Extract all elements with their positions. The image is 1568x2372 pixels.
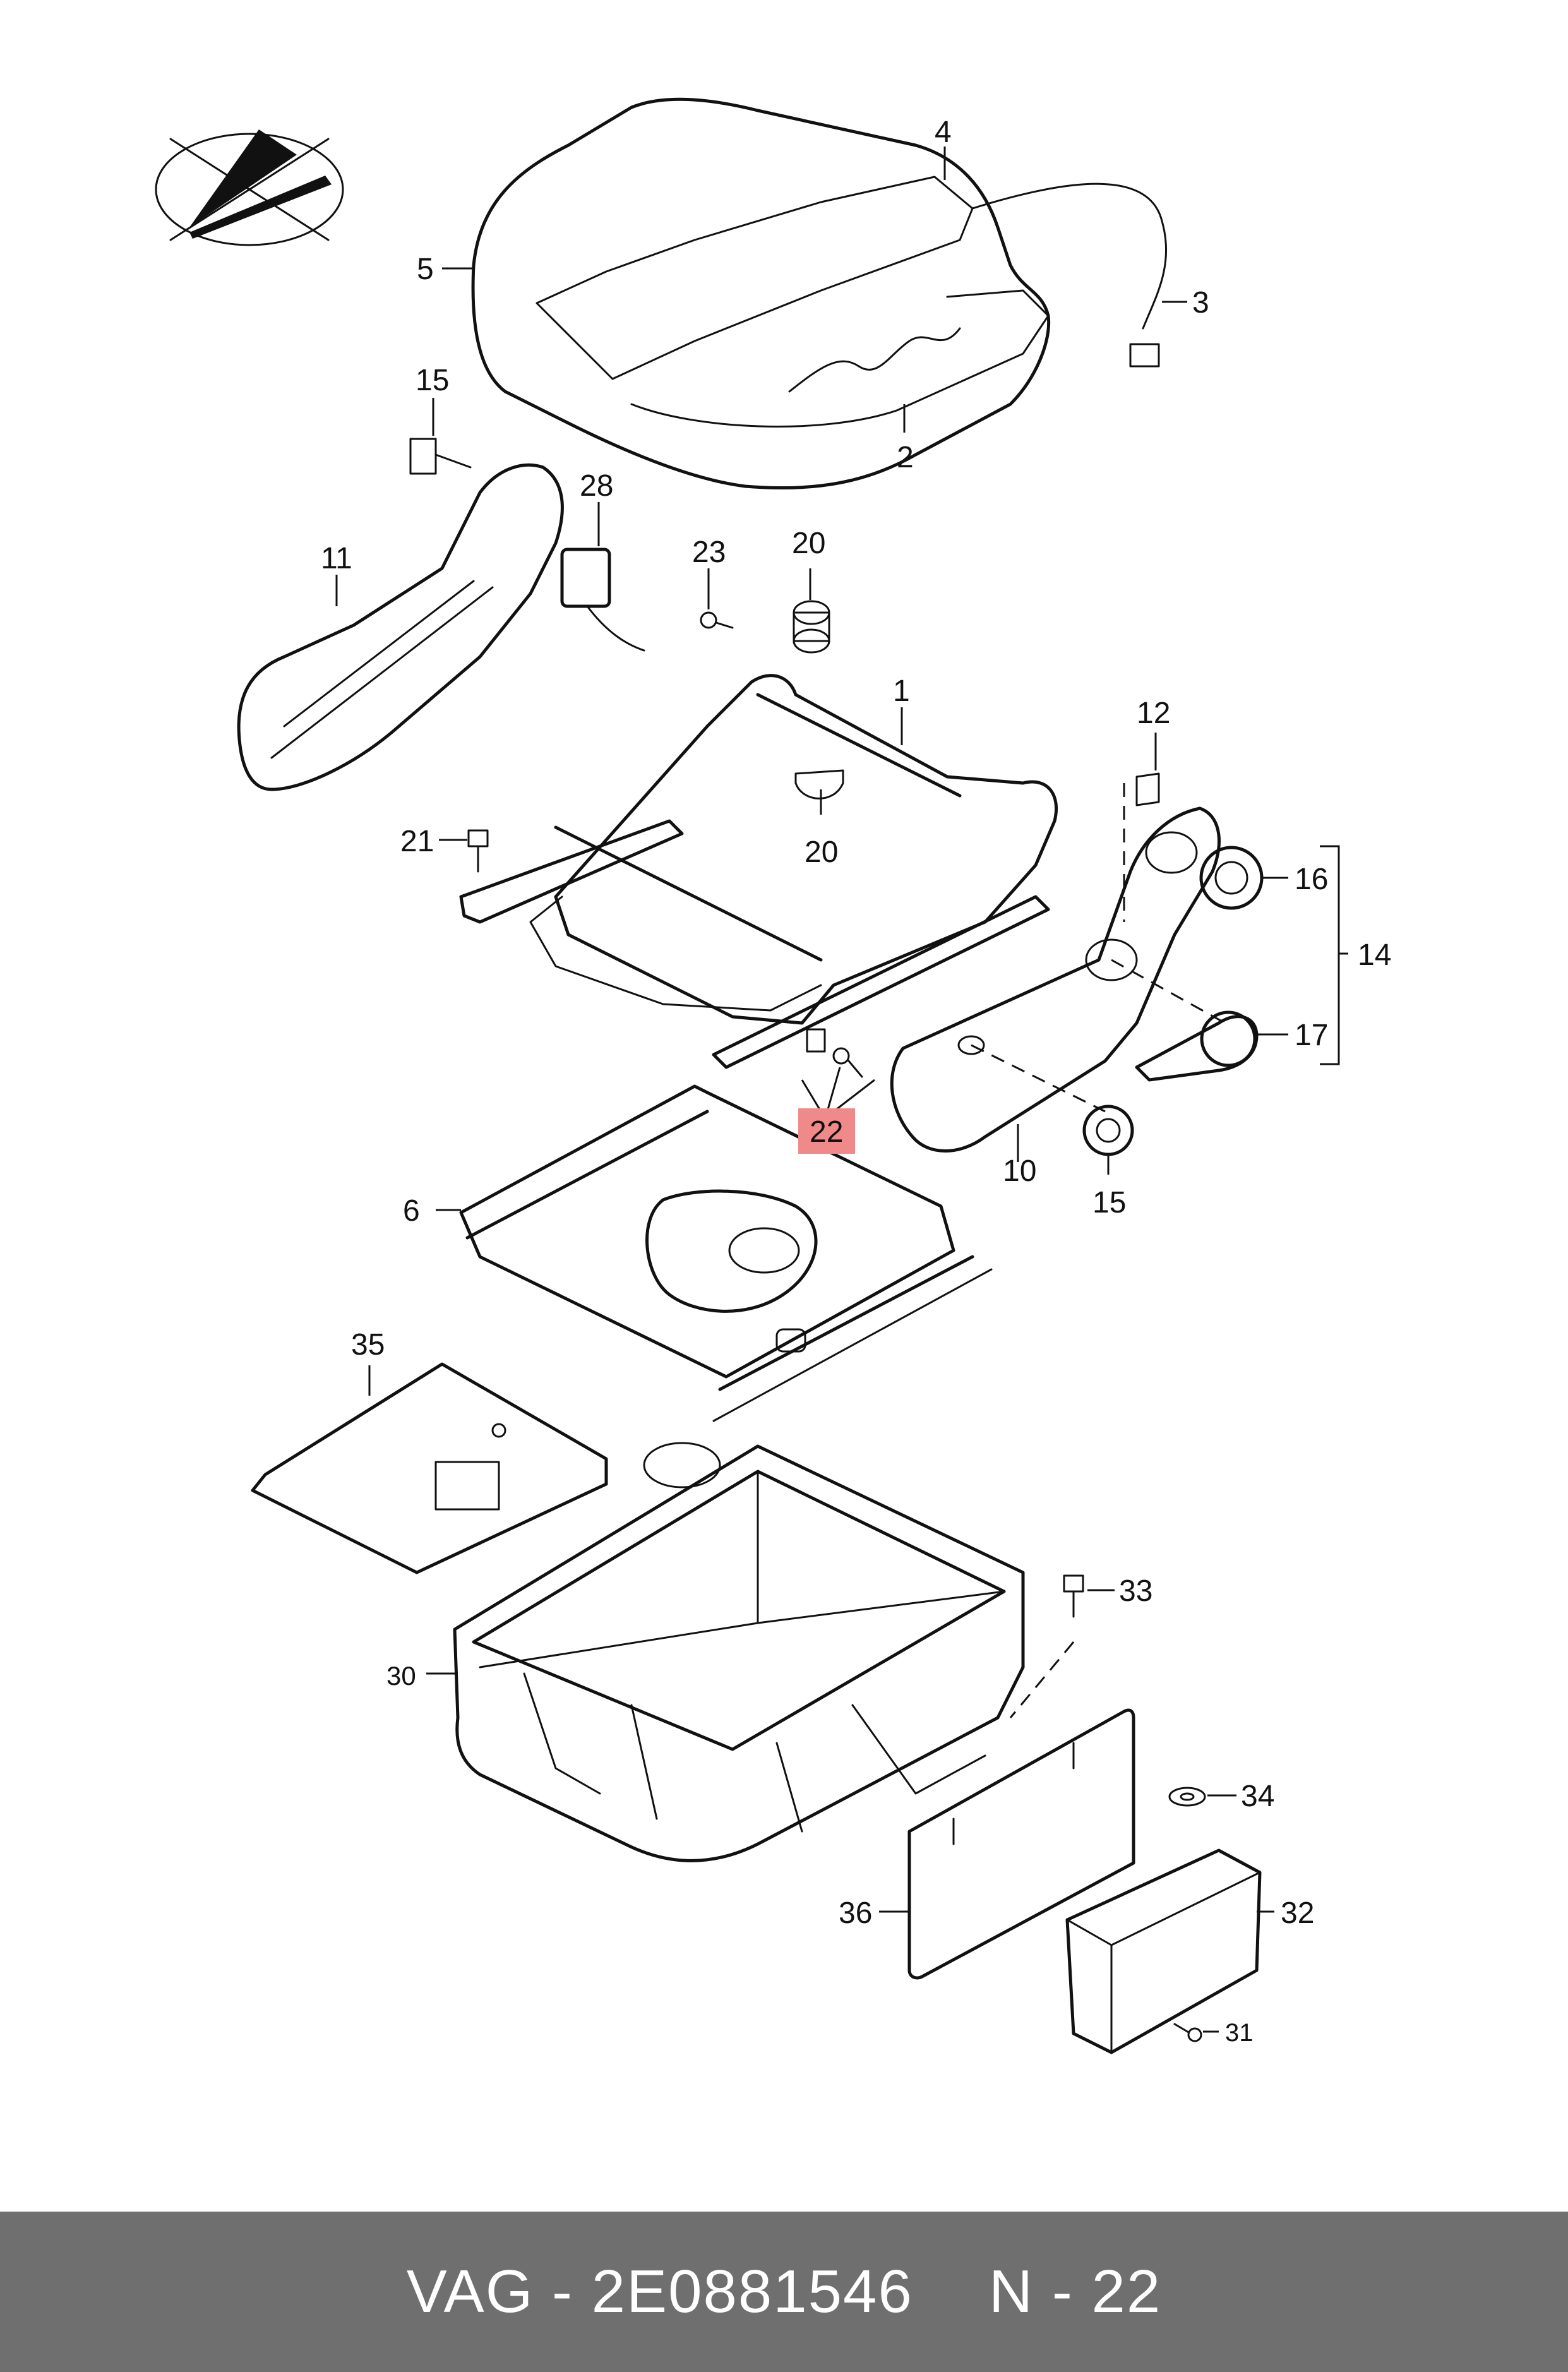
seat-cushion-frame [630, 289, 1050, 428]
callout-22: 22 [810, 1115, 843, 1149]
callout-labels: 4 5 3 2 15 11 28 23 20 1 20 21 12 16 14 … [321, 116, 1391, 2047]
seat-heating-pad [536, 176, 1168, 380]
storage-tray-32 [1065, 1848, 1262, 2054]
panel-36 [907, 1708, 1135, 1980]
bolt-33-icon [1063, 1574, 1084, 1618]
storage-housing-30 [453, 1442, 1025, 1862]
callout-31: 31 [1225, 2019, 1254, 2047]
clamp-20-icon [794, 769, 844, 800]
screw-23-icon [700, 611, 734, 629]
callout-15-top: 15 [416, 364, 449, 397]
footer-position: N - 22 [988, 2258, 1162, 2325]
clip-15-icon [409, 438, 472, 475]
callout-3: 3 [1192, 286, 1209, 320]
assembly-line [1111, 959, 1226, 1024]
callout-20-bottom: 20 [805, 836, 838, 869]
knob-15-icon [1082, 1105, 1134, 1156]
assembly-line [1009, 1641, 1075, 1718]
callout-20-top: 20 [792, 527, 825, 560]
exploded-seat-diagram: 4 5 3 2 15 11 28 23 20 1 20 21 12 16 14 … [155, 97, 1391, 2054]
screw-21-icon [467, 829, 489, 873]
part-number-footer: VAG - 2E0881546 N - 22 [0, 2212, 1568, 2372]
callout-28: 28 [580, 469, 613, 503]
callout-21: 21 [400, 825, 434, 858]
callout-4: 4 [935, 116, 952, 149]
cover-plate-35 [251, 1362, 608, 1574]
callout-16: 16 [1295, 863, 1328, 896]
belt-buckle-icon [560, 548, 645, 652]
callout-30: 30 [386, 1661, 416, 1691]
callout-17: 17 [1295, 1019, 1328, 1052]
seat-adjustment-frame [529, 674, 1058, 1025]
leader-lines [335, 147, 1348, 2033]
callout-35: 35 [351, 1328, 385, 1362]
side-trim-panel [237, 463, 564, 791]
footer-brand-part: VAG - 2E0881546 [406, 2258, 913, 2325]
highlight-box-22 [798, 1108, 855, 1154]
orientation-logo-icon [155, 129, 344, 246]
footer-text: VAG - 2E0881546 N - 22 [369, 2257, 1200, 2327]
callout-32: 32 [1281, 1896, 1314, 1930]
callout-33: 33 [1119, 1574, 1152, 1608]
assembly-line [971, 1044, 1106, 1113]
washer-34-icon [1168, 1787, 1206, 1807]
callout-2: 2 [897, 441, 914, 474]
screw-31-icon [1173, 2023, 1202, 2042]
seat-base-frame [459, 1084, 993, 1422]
callout-10: 10 [1003, 1154, 1036, 1188]
callout-23: 23 [692, 536, 726, 569]
nut-22-icon [806, 1028, 863, 1078]
callout-11: 11 [321, 542, 352, 575]
callout-5: 5 [417, 253, 434, 286]
bushing-20-icon [793, 600, 830, 654]
callout-14: 14 [1358, 938, 1391, 972]
side-cover [890, 806, 1221, 1153]
callout-1: 1 [893, 674, 910, 708]
callout-36: 36 [839, 1896, 872, 1930]
callout-6: 6 [403, 1194, 420, 1228]
seat-cushion-cover [471, 97, 1051, 490]
cap-12-icon [1135, 772, 1160, 806]
lever-17-icon [1135, 1010, 1259, 1082]
callout-12: 12 [1137, 697, 1170, 730]
seat-rail [459, 819, 1050, 1069]
callout-34: 34 [1241, 1780, 1274, 1813]
callout-15-bottom: 15 [1092, 1186, 1126, 1219]
